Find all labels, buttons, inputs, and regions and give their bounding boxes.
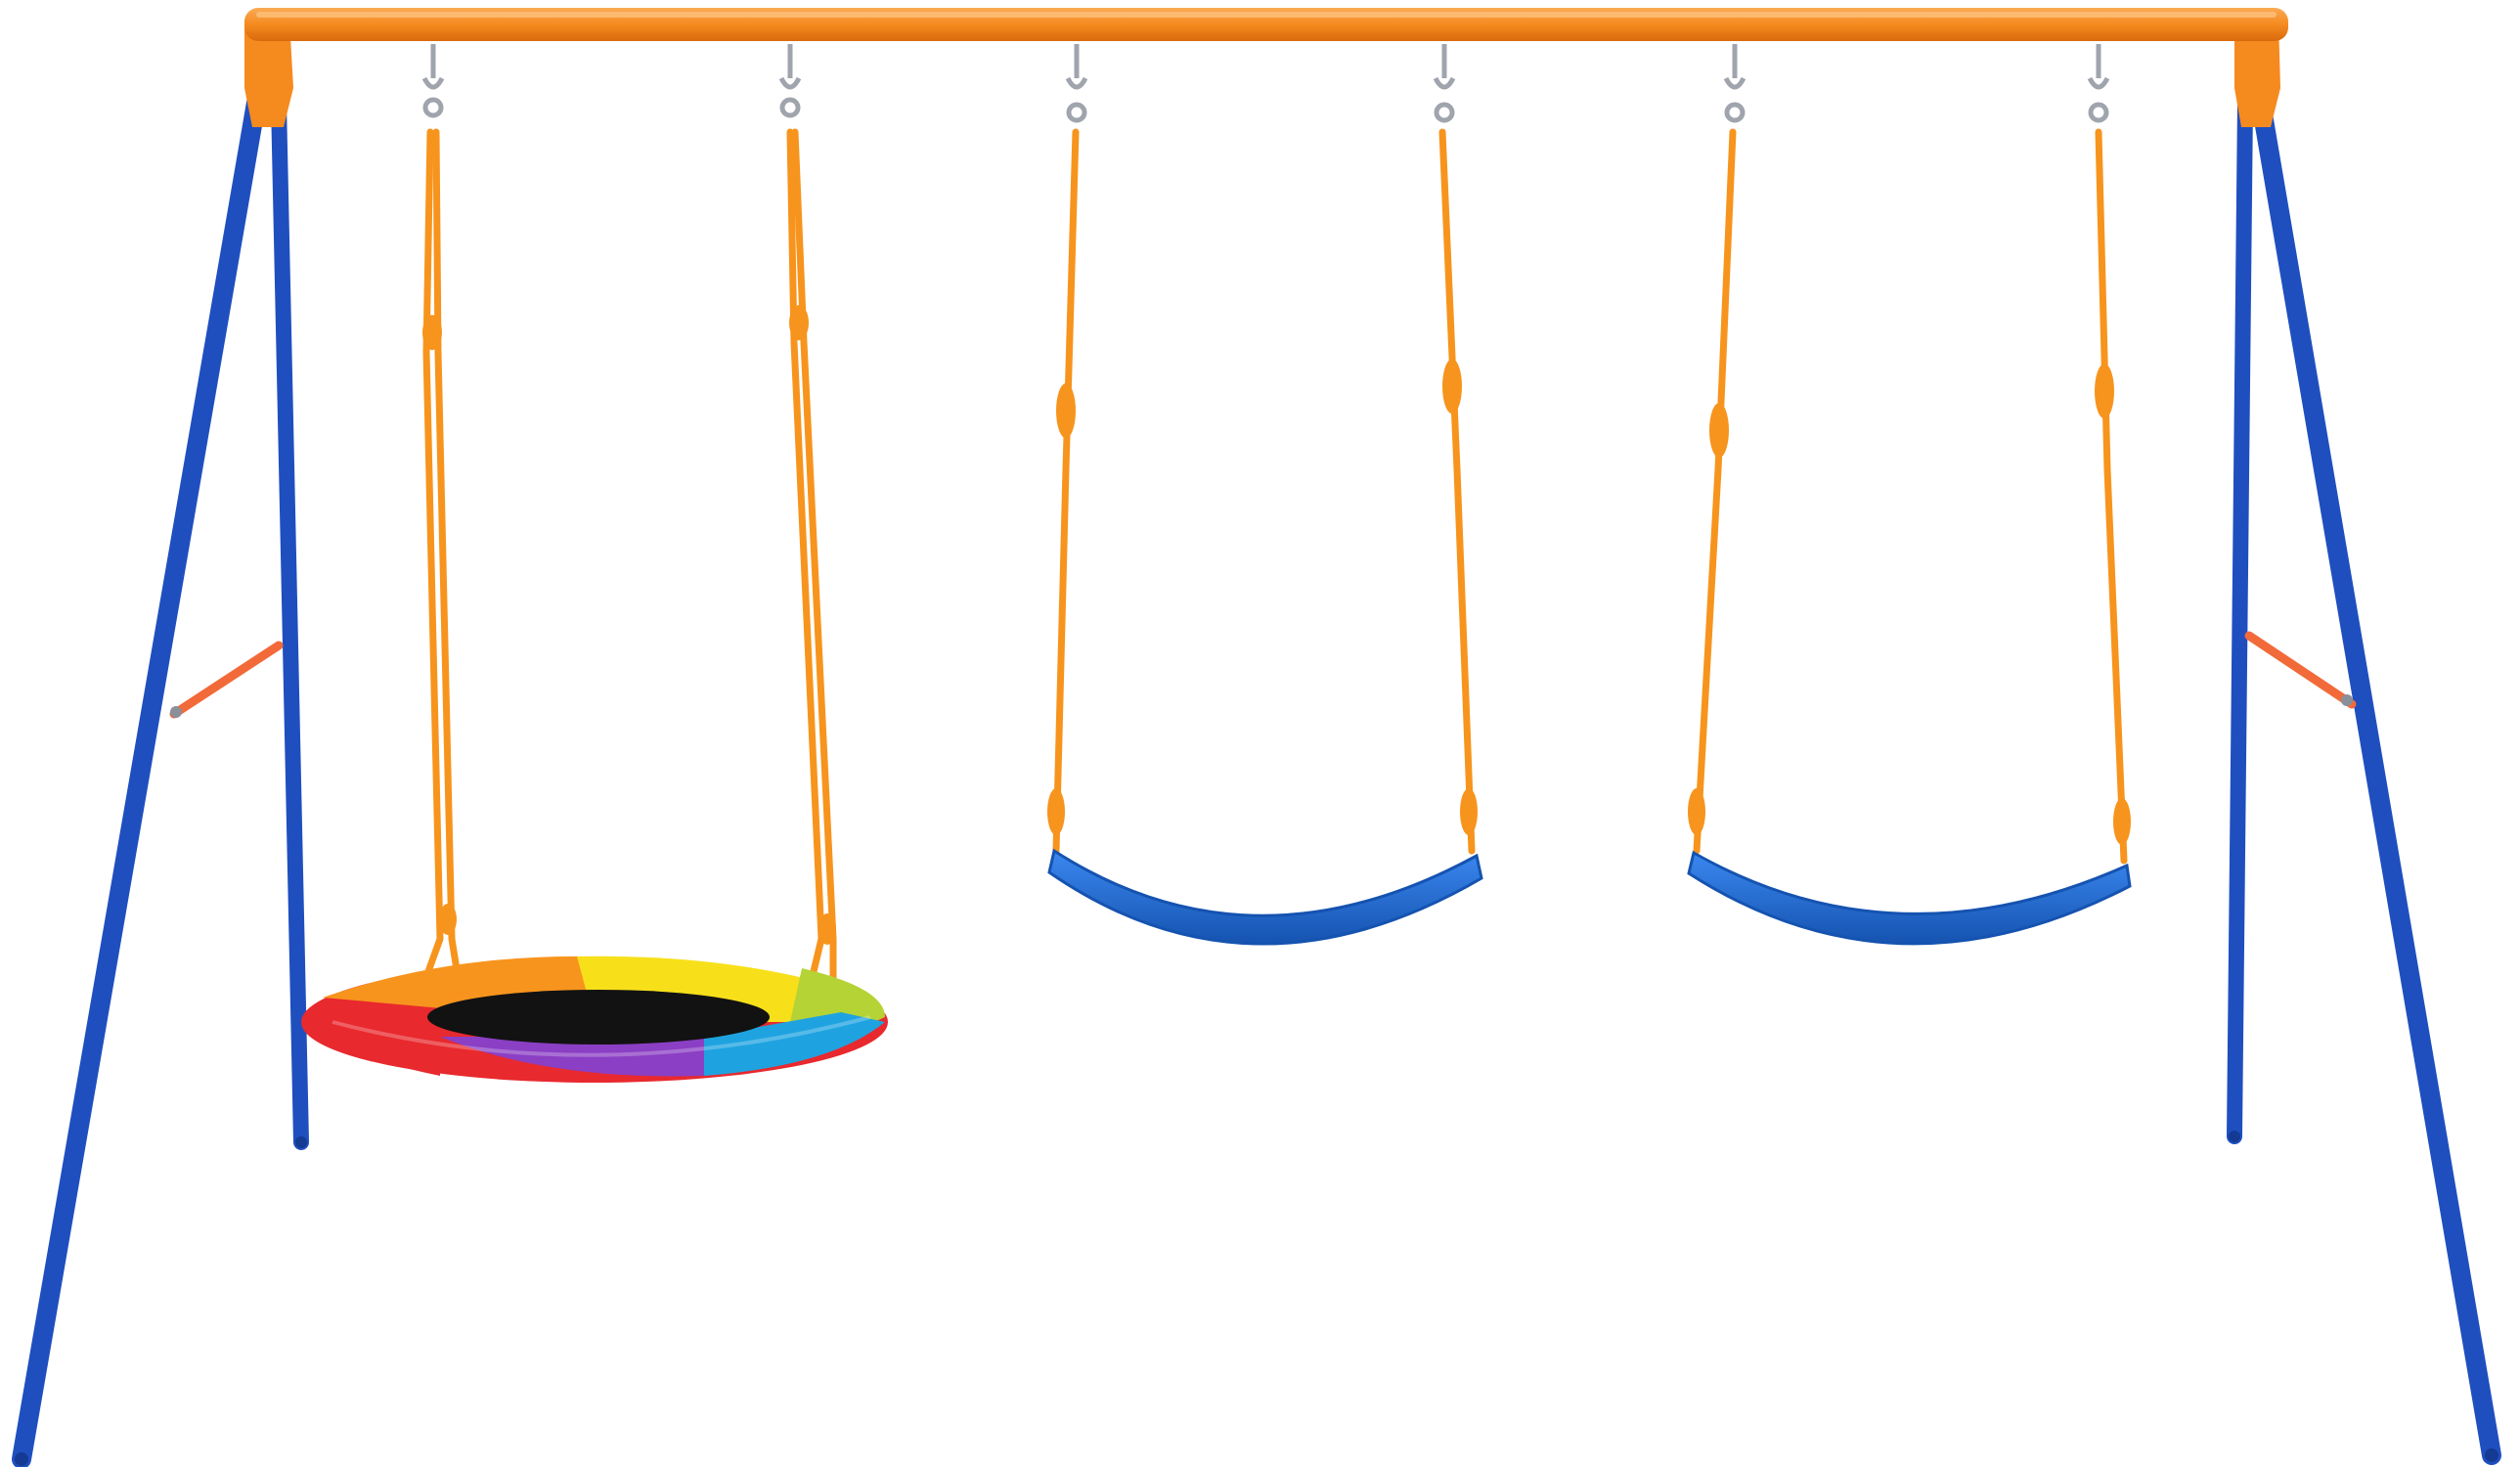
right-brace	[2244, 631, 2357, 709]
belt-swing-seat-1	[1047, 848, 1483, 946]
belt-swing-2-ropes	[1693, 128, 2128, 865]
left-a-frame	[12, 20, 309, 1467]
belt-swing-2-knots	[1688, 364, 2131, 845]
right-top-connector	[2234, 20, 2280, 127]
foot-caps	[15, 1131, 2498, 1466]
hook-icon	[421, 44, 445, 118]
hook-icon	[1723, 44, 1746, 123]
belt-swing-1-knots	[1047, 359, 1478, 835]
left-top-connector	[244, 20, 293, 127]
right-brace-bolt	[2341, 694, 2353, 706]
belt-swing-seat-2	[1687, 850, 2132, 946]
left-brace	[169, 641, 284, 719]
belt-swing-1-ropes	[1052, 128, 1476, 855]
left-inner-leg	[271, 95, 309, 1150]
rope-knots	[422, 305, 836, 945]
saucer-nest-swing	[301, 956, 888, 1083]
right-outer-leg	[2251, 93, 2501, 1465]
right-inner-leg	[2227, 95, 2253, 1144]
hook-icon	[778, 44, 802, 118]
hook-icon	[2087, 44, 2110, 123]
hook-icon	[1065, 44, 1088, 123]
left-brace-bolt	[170, 706, 182, 718]
hooks	[421, 44, 2110, 123]
nest-swing-ropes	[419, 128, 837, 1001]
right-a-frame	[2227, 20, 2501, 1465]
top-beam-highlight	[256, 12, 2277, 18]
hook-icon	[1433, 44, 1456, 123]
left-outer-leg	[12, 93, 266, 1467]
